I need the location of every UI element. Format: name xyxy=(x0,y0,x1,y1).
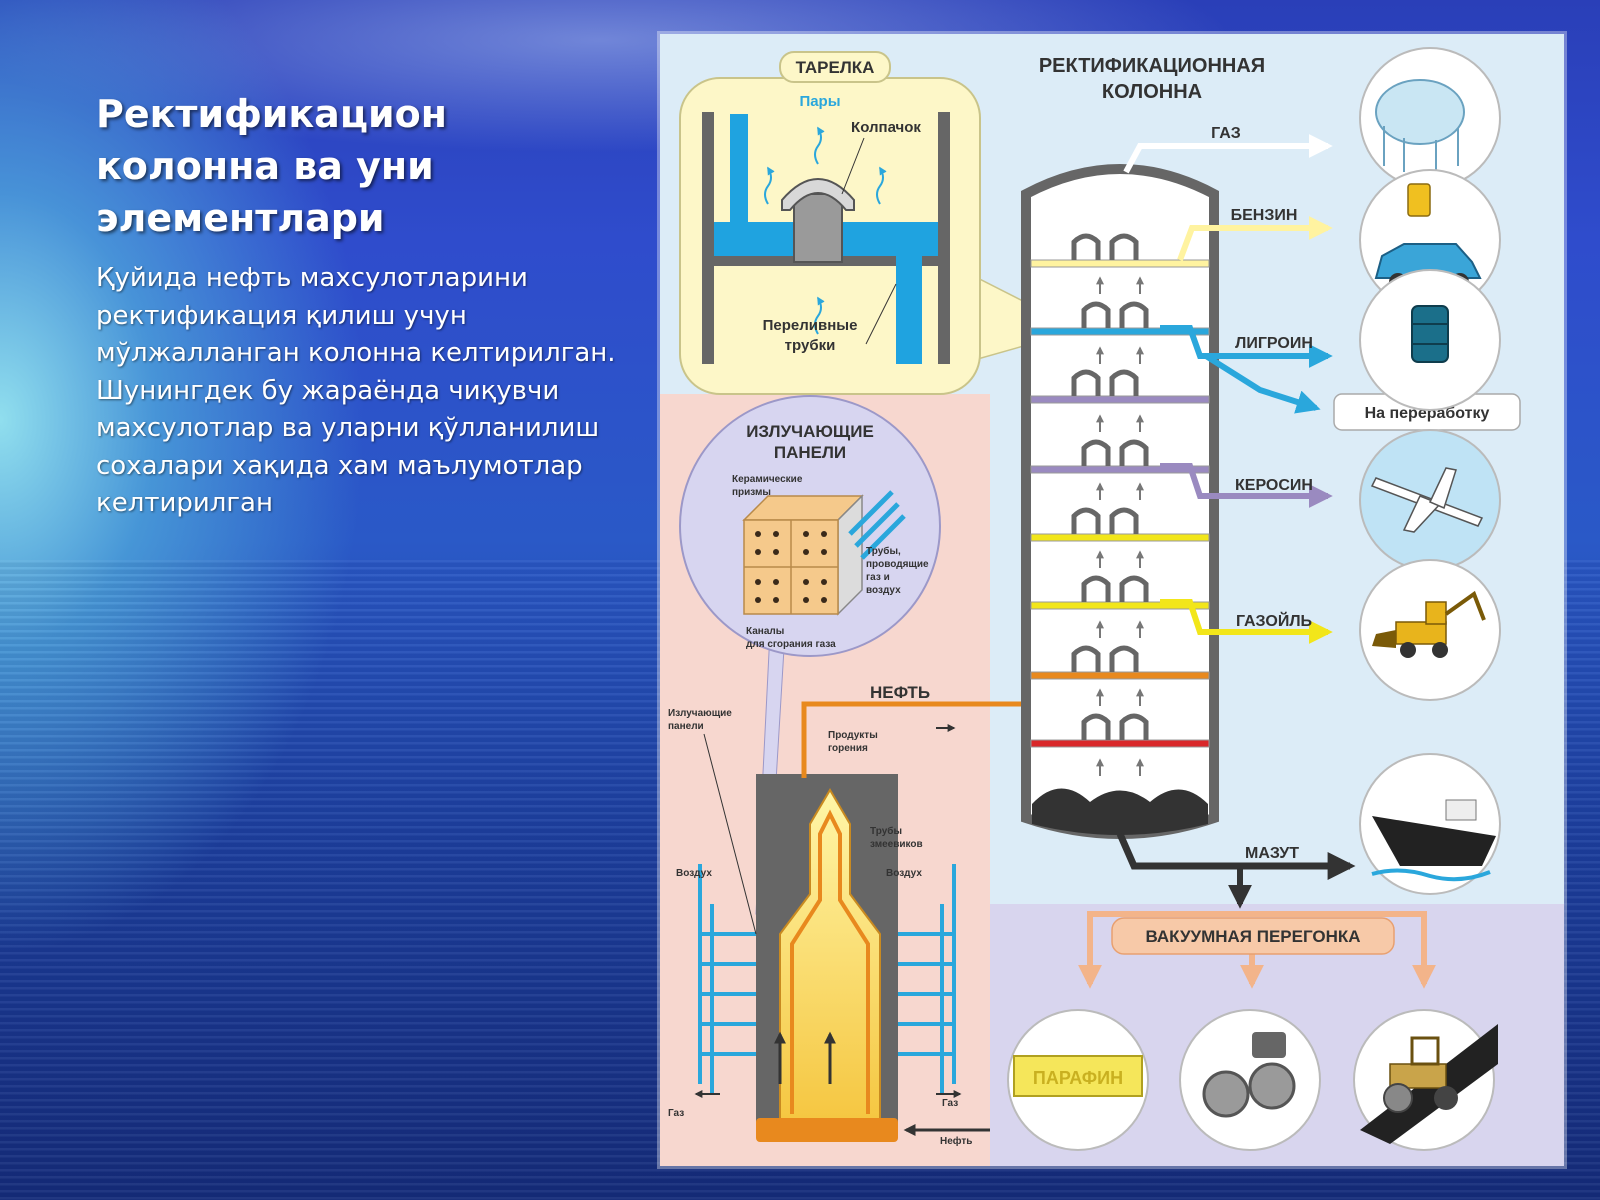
column-bottoms xyxy=(1032,788,1208,835)
gasoil-stream xyxy=(1160,599,1333,644)
processing-stream xyxy=(1204,353,1321,414)
vacuum-distillation: ВАКУУМНАЯ ПЕРЕГОНКА ПАРАФИН xyxy=(1007,911,1498,1151)
burner-tubes-right xyxy=(898,864,956,1094)
kerosene-stream xyxy=(1160,463,1333,508)
fuel-oil-stream xyxy=(1116,832,1356,880)
bubble-cap xyxy=(781,178,855,211)
combustion-channels xyxy=(755,531,827,603)
tray-6-gasoil xyxy=(1030,575,1210,610)
furnace-coil xyxy=(790,809,870,1114)
tray-right-wall xyxy=(938,112,950,364)
tray-4-kerosene xyxy=(1030,439,1210,474)
vacuum-distribution-line xyxy=(1087,911,1427,934)
downcomer-left xyxy=(730,114,748,222)
paraffin-label: ПАРАФИН xyxy=(1033,1068,1123,1088)
vapor-up-arrows xyxy=(1096,276,1144,776)
tubes-label-2: проводящие xyxy=(866,559,929,570)
tray-2-ligroin xyxy=(1030,301,1210,336)
tubes-label-4: воздух xyxy=(866,585,901,596)
tray-8-bottom xyxy=(1030,713,1210,748)
tube-furnace: Излучающие панели Продукты горения Трубы… xyxy=(668,708,990,1147)
rectification-column: РЕКТИФИКАЦИОННАЯ КОЛОННА xyxy=(1021,55,1265,839)
radiant-panels-label-1: Излучающие xyxy=(668,708,732,719)
oil-in-label: Нефть xyxy=(940,1135,972,1147)
road-roller-illustration xyxy=(1353,1009,1498,1151)
cap-label: Колпачок xyxy=(851,119,921,136)
tubes-label-3: газ и xyxy=(866,572,890,583)
gasoil-label: ГАЗОЙЛЬ xyxy=(1236,611,1312,630)
gas-air-tubes xyxy=(848,490,906,560)
gas-stream xyxy=(1123,134,1333,174)
tray-3-kerosene xyxy=(1030,369,1210,404)
gas-left-label: Газ xyxy=(668,1108,684,1119)
tray-title-box xyxy=(779,51,891,83)
burner-tubes-left xyxy=(698,864,756,1094)
airplane-illustration xyxy=(1359,429,1501,571)
vacuum-title-box xyxy=(1111,917,1395,955)
slide-description: Қуйида нефть махсулотларини ректификация… xyxy=(96,263,616,518)
gas-right-label: Газ xyxy=(942,1098,958,1109)
gas-label: ГАЗ xyxy=(1211,125,1241,142)
downcomer-right xyxy=(896,222,922,364)
gasoline-stream xyxy=(1177,216,1333,262)
excavator-illustration xyxy=(1359,559,1501,701)
channels-label-1: Каналы xyxy=(746,626,784,637)
air-left-label: Воздух xyxy=(676,868,712,879)
overflow-label-1: Переливные xyxy=(763,317,858,334)
rectification-column-figure: ТАРЕЛКА Пары Колпачок Переливные трубки … xyxy=(660,34,1564,1166)
column-title-2: КОЛОННА xyxy=(1102,81,1202,103)
tray-5-gasoil xyxy=(1030,507,1210,542)
furnace-base xyxy=(756,1118,898,1142)
kerosene-label: КЕРОСИН xyxy=(1235,477,1313,494)
ligroin-stream xyxy=(1160,325,1333,368)
ceramic-label-2: призмы xyxy=(732,487,771,498)
oil-barrel-illustration xyxy=(1359,269,1501,411)
overflow-label-2: трубки xyxy=(785,337,836,354)
panels-title-1: ИЗЛУЧАЮЩИЕ xyxy=(746,422,874,441)
fuel-oil-label: МАЗУТ xyxy=(1245,845,1299,862)
vapor-arrow xyxy=(876,166,887,205)
combustion-label-2: горения xyxy=(828,743,868,754)
gasoline-label: БЕНЗИН xyxy=(1231,207,1298,224)
riser-pipe xyxy=(793,193,843,263)
vapors-label: Пары xyxy=(799,93,840,110)
coil-label-2: змеевиков xyxy=(870,839,923,850)
processing-label: На переработку xyxy=(1365,405,1490,422)
ceramic-label-1: Керамические xyxy=(732,474,803,485)
channels-label-2: для сгорания газа xyxy=(746,639,836,650)
tray-1-gasoline xyxy=(1030,233,1210,268)
tray-7-residue xyxy=(1030,645,1210,680)
cap-leader xyxy=(841,137,865,195)
tray-title: ТАРЕЛКА xyxy=(796,58,875,77)
car-illustration xyxy=(1359,169,1501,311)
feed-label: НЕФТЬ xyxy=(870,683,930,702)
panels-title-2: ПАНЕЛИ xyxy=(774,443,846,462)
tubes-label-1: Трубы, xyxy=(866,545,901,557)
tray-left-wall xyxy=(702,112,714,364)
vacuum-title: ВАКУУМНАЯ ПЕРЕГОНКА xyxy=(1145,927,1360,946)
tray-inset: ТАРЕЛКА Пары Колпачок Переливные трубки xyxy=(679,51,1083,395)
vapor-arrow xyxy=(764,166,775,205)
ship-illustration xyxy=(1359,753,1501,895)
combustion-label-1: Продукты xyxy=(828,730,878,741)
column-title-1: РЕКТИФИКАЦИОННАЯ xyxy=(1039,55,1265,77)
overflow-leader xyxy=(865,283,897,345)
vapor-arrow xyxy=(814,296,825,335)
ligroin-label: ЛИГРОИН xyxy=(1235,335,1313,352)
radiant-panels-inset: ИЗЛУЧАЮЩИЕ ПАНЕЛИ Керамические призмы Тр… xyxy=(679,395,941,915)
slide-title: Ректификацион колонна ва уни элементлари xyxy=(96,92,447,240)
coil-label-1: Трубы xyxy=(870,825,902,837)
gasholder-illustration xyxy=(1359,47,1501,189)
air-right-label: Воздух xyxy=(886,868,922,879)
radiant-panels-label-2: панели xyxy=(668,721,704,732)
vapor-arrow xyxy=(814,126,825,165)
paraffin-illustration: ПАРАФИН xyxy=(1007,1009,1149,1151)
gears-illustration xyxy=(1179,1009,1321,1151)
